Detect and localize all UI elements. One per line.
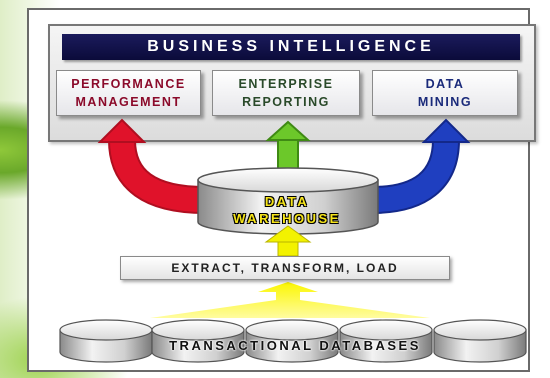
database-cylinder [339,319,433,363]
database-cylinder [151,319,245,363]
enterprise-reporting-box: ENTERPRISE REPORTING [212,70,360,116]
data-mining-line1: DATA [425,77,465,91]
data-mining-box: DATA MINING [372,70,518,116]
data-warehouse-line2: WAREHOUSE [233,211,341,226]
reporting-arrow [265,120,311,173]
enterprise-reporting-line1: ENTERPRISE [238,77,334,91]
data-warehouse-label: DATA WAREHOUSE [196,190,378,230]
database-cylinder [433,319,527,363]
database-cylinder [59,319,153,363]
database-cylinder [245,319,339,363]
extract-fan-arrow [150,282,430,318]
data-mining-line2: MINING [417,95,473,109]
transactional-database-cylinders [59,319,527,363]
business-intelligence-title: BUSINESS INTELLIGENCE [62,34,520,60]
load-arrow [264,225,312,257]
data-warehouse-line1: DATA [264,194,310,209]
performance-management-line2: MANAGEMENT [75,95,182,109]
performance-management-box: PERFORMANCE MANAGEMENT [56,70,201,116]
data-warehouse-cylinder [197,167,379,235]
performance-management-line1: PERFORMANCE [71,77,186,91]
performance-arrow [97,118,206,214]
etl-box: EXTRACT, TRANSFORM, LOAD [120,256,450,280]
enterprise-reporting-line2: REPORTING [242,95,330,109]
mining-arrow [371,118,471,214]
transactional-databases-label: TRANSACTIONAL DATABASES [169,337,421,353]
